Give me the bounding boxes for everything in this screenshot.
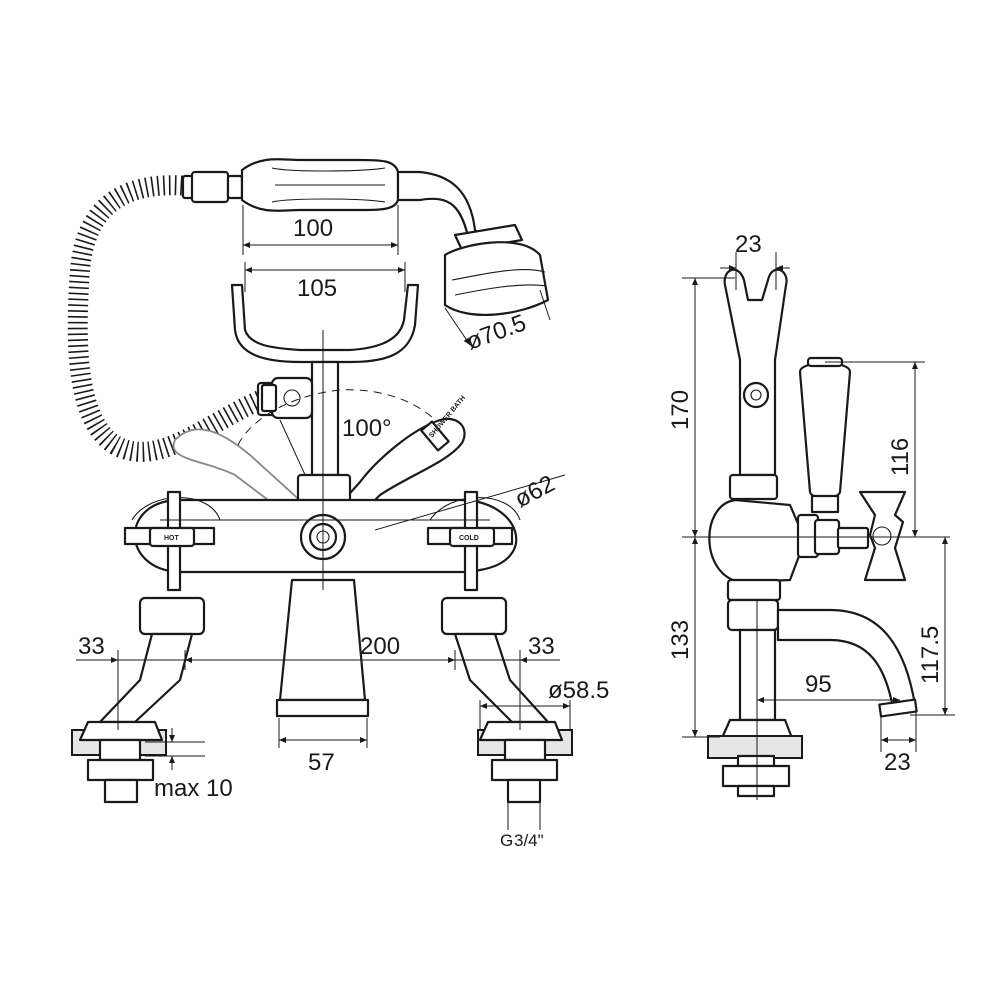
dim-thread-fraction: 3/4" — [514, 831, 544, 850]
dim-base-diameter: ø58.5 — [548, 677, 609, 704]
dim-centres: 200 — [360, 633, 400, 660]
hot-cross-handle: HOT — [123, 490, 221, 592]
cold-label: COLD — [459, 535, 479, 542]
shower-hose — [67, 170, 278, 462]
dim-spout-outlet: 23 — [884, 749, 911, 776]
dim-outer-leg-right: 33 — [528, 633, 555, 660]
dim-cradle-width-side: 23 — [735, 231, 762, 258]
shower-handset — [240, 158, 487, 247]
hot-label: HOT — [164, 535, 180, 542]
dim-deck-thickness: max 10 — [154, 775, 233, 802]
side-lever — [798, 356, 852, 514]
dim-flange-diameter: ø62 — [510, 470, 559, 513]
dim-lever-angle: 100° — [342, 415, 392, 442]
diverter-valve — [260, 376, 314, 420]
shower-head — [443, 223, 551, 346]
dim-spout-reach: 95 — [805, 671, 832, 698]
side-dimensions — [682, 252, 955, 800]
front-dimensions — [76, 205, 571, 830]
dim-spout-height: 117.5 — [917, 626, 944, 684]
side-cradle — [723, 268, 788, 501]
front-view: SHOWER BATH HOT COLD — [67, 158, 609, 850]
handset-cradle — [230, 283, 420, 477]
side-body — [708, 490, 907, 632]
dim-cradle-height: 170 — [667, 390, 694, 430]
left-leg — [71, 596, 206, 804]
dim-spout-base-width: 57 — [308, 749, 335, 776]
dim-thread-prefix: G — [500, 831, 513, 850]
right-leg — [440, 596, 573, 804]
dim-cradle-width: 105 — [297, 275, 337, 302]
dim-lower-height: 133 — [667, 620, 694, 660]
tap-body — [133, 473, 518, 718]
side-view: 23 170 116 133 117.5 95 23 — [667, 231, 955, 800]
dim-lever-height: 116 — [887, 438, 914, 476]
side-base — [707, 718, 803, 798]
dim-shower-head-diameter: ø70.5 — [463, 309, 530, 355]
dim-outer-leg-left: 33 — [78, 633, 105, 660]
dim-handset-length: 100 — [293, 215, 333, 242]
cold-cross-handle: COLD — [426, 490, 521, 592]
